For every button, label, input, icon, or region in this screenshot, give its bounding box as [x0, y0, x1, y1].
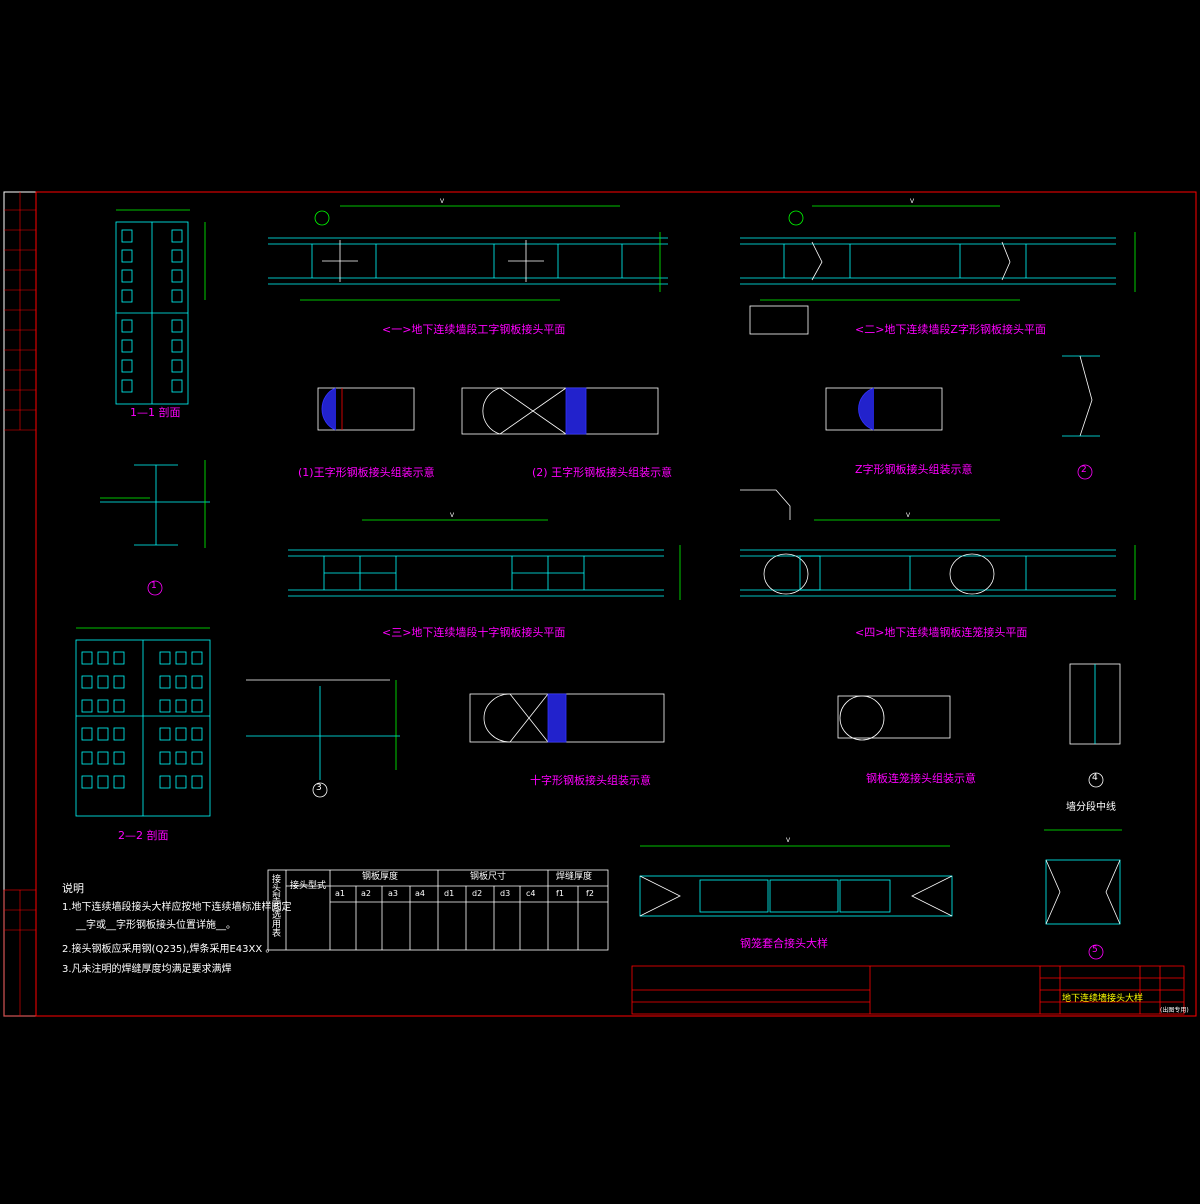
- table-col-f2: f2: [586, 889, 594, 898]
- notes-heading: 说明: [62, 882, 84, 895]
- callout-1: 1: [151, 581, 157, 591]
- notes-line-3: 2.接头钢板应采用钢(Q235),焊条采用E43XX 。: [62, 944, 276, 955]
- table-col-d2: d2: [472, 889, 483, 898]
- table-side-title: 接头型式选用表: [270, 874, 280, 937]
- plan-3-title: <三>地下连续墙段十字钢板接头平面: [382, 626, 566, 639]
- title-block-drawing-name: 地下连续墙接头大样: [1062, 994, 1144, 1004]
- notes-line-2: __字或__字形钢板接头位置详施__。: [76, 920, 236, 931]
- callout-5: 5: [1092, 945, 1098, 955]
- plan-4: [740, 489, 1136, 600]
- table-group-3: 焊缝厚度: [556, 872, 593, 882]
- table-type-header: 接头型式: [290, 881, 327, 891]
- table-col-a4: a4: [415, 889, 425, 898]
- plan-1: [268, 205, 668, 301]
- section-2-2: [75, 627, 211, 817]
- callout-2: 2: [1081, 465, 1087, 475]
- detail-1-title: (1)王字形钢板接头组装示意: [298, 466, 435, 479]
- table-col-a1: a1: [335, 889, 345, 898]
- selection-table-grid: [267, 869, 609, 951]
- dim-v-cage: V: [786, 837, 791, 844]
- title-block: [631, 965, 1185, 1015]
- cage-detail: [639, 829, 1122, 960]
- detail-2: [246, 679, 400, 798]
- title-block-stamp: (出图专用): [1160, 1007, 1189, 1014]
- detail-2-title: (2) 王字形钢板接头组装示意: [532, 466, 673, 479]
- table-col-a3: a3: [388, 889, 398, 898]
- callout-4: 4: [1092, 773, 1098, 783]
- center-label: 墙分段中线: [1066, 802, 1116, 813]
- dim-v-plan-3: V: [450, 512, 455, 519]
- detail-4-title: 十字形钢板接头组装示意: [530, 774, 651, 787]
- plan-2: [740, 205, 1136, 335]
- table-col-d3: d3: [500, 889, 511, 898]
- detail-5-title: 钢板连笼接头组装示意: [866, 772, 976, 785]
- plan-2-title: <二>地下连续墙段Z字形钢板接头平面: [855, 323, 1046, 336]
- plan-4-title: <四>地下连续墙钢板连笼接头平面: [855, 626, 1028, 639]
- dim-v-plan-2: V: [910, 198, 915, 205]
- plan-3: [288, 519, 681, 600]
- callout-3: 3: [316, 783, 322, 793]
- table-group-2: 钢板尺寸: [470, 872, 507, 882]
- section-2-2-title: 2—2 剖面: [118, 829, 169, 842]
- table-col-a2: a2: [361, 889, 371, 898]
- detail-1: [100, 460, 210, 596]
- notes-line-4: 3.凡未注明的焊缝厚度均满足要求满焊: [62, 964, 232, 975]
- dim-v-plan-4: V: [906, 512, 911, 519]
- assembly-row-3: [469, 663, 1121, 788]
- table-col-c4: c4: [526, 889, 536, 898]
- detail-6-title: 钢笼套合接头大样: [740, 937, 828, 950]
- notes-line-1: 1.地下连续墙段接头大样应按地下连续墙标准样图定: [62, 902, 292, 913]
- dim-v-plan-1: V: [440, 198, 445, 205]
- left-margin-strip: [3, 192, 37, 1017]
- outer-frame: [3, 191, 1197, 1017]
- assembly-row-2: [317, 355, 1100, 480]
- inner-frame: [35, 191, 1197, 1017]
- detail-3-title: Z字形钢板接头组装示意: [855, 463, 973, 476]
- table-col-d1: d1: [444, 889, 455, 898]
- plan-1-title: <一>地下连续墙段工字钢板接头平面: [382, 323, 566, 336]
- section-1-1-title: 1—1 剖面: [130, 406, 181, 419]
- section-1-1: [115, 209, 206, 405]
- table-col-f1: f1: [556, 889, 564, 898]
- table-group-1: 钢板厚度: [362, 872, 399, 882]
